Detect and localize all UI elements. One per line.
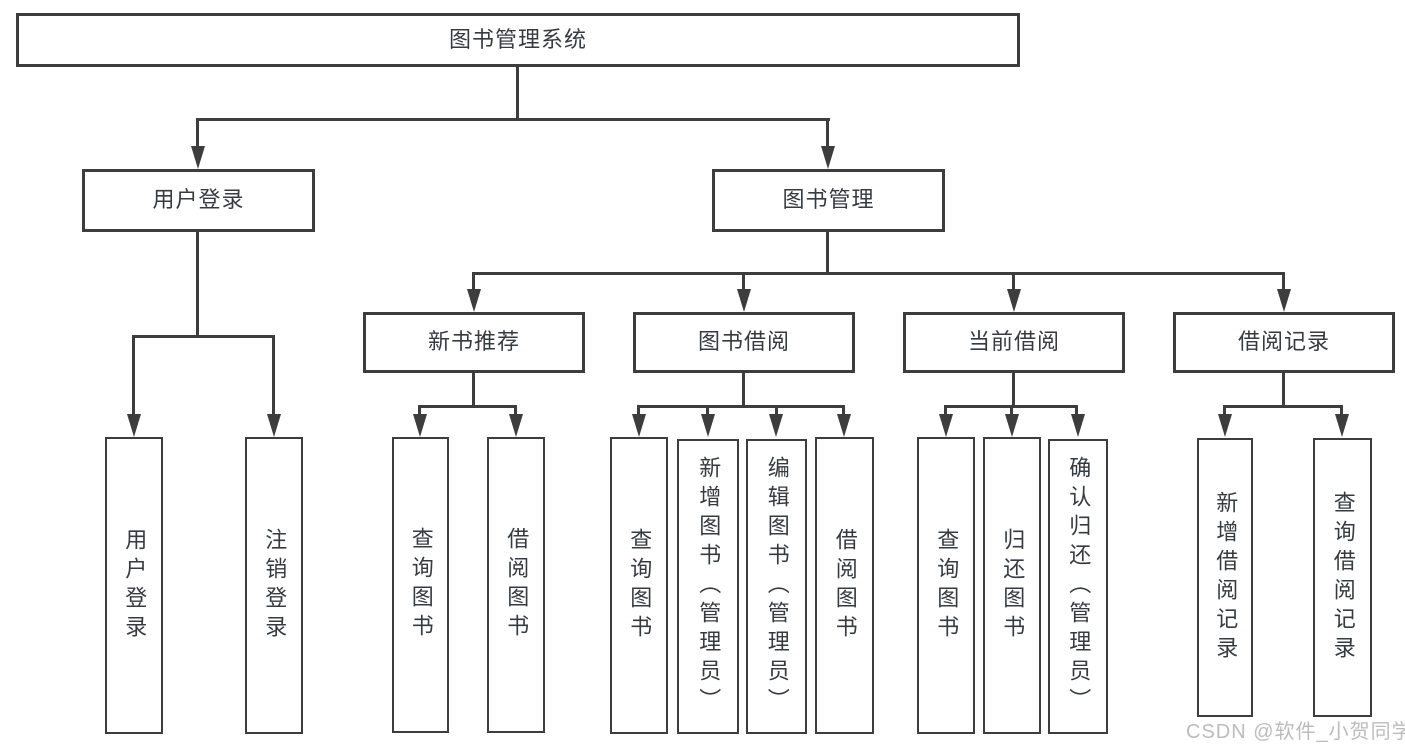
connector-stub-query-record — [1340, 405, 1343, 418]
arrowhead-query-books-1-icon — [413, 414, 427, 437]
csdn-watermark: CSDN @软件_小贺同学 — [1186, 721, 1405, 743]
arrowhead-query-books-2-icon — [632, 414, 646, 437]
node-current-borrowing-label: 当前借阅 — [967, 329, 1060, 355]
node-book-management-label: 图书管理 — [782, 187, 875, 213]
arrowhead-leaf-user-login-icon — [127, 414, 141, 437]
connector-level3-branch — [472, 272, 1284, 275]
connector-to-new-book-recommendation — [472, 272, 475, 290]
connector-to-user-login — [196, 118, 199, 148]
connector-book-management-stub — [826, 232, 829, 274]
connector-stub-confirm-return — [1075, 405, 1078, 418]
connector-stub-query-books-3 — [944, 405, 947, 418]
leaf-query-books-recommend-label: 查询图书 — [408, 527, 434, 643]
connector-stub-add-book — [706, 405, 709, 418]
leaf-query-books-borrowing-label: 查询图书 — [627, 527, 653, 644]
connector-recommendation-branch — [418, 405, 517, 408]
leaf-confirm-return-admin: 确认归还（管理员） — [1048, 439, 1108, 734]
node-new-book-recommendation-label: 新书推荐 — [427, 329, 520, 355]
connector-borrowing-branch — [637, 405, 845, 408]
leaf-query-books-current: 查询图书 — [917, 437, 975, 734]
node-user-login-label: 用户登录 — [152, 187, 245, 213]
connector-level2-branch — [196, 118, 830, 121]
connector-stub-edit-book — [775, 405, 778, 418]
connector-stub-add-record — [1223, 405, 1226, 418]
leaf-logout-label: 注销登录 — [262, 527, 288, 644]
leaf-confirm-return-admin-label: 确认归还（管理员） — [1066, 456, 1092, 717]
leaf-query-borrow-record-label: 查询借阅记录 — [1330, 490, 1356, 665]
leaf-add-borrow-record-label: 新增借阅记录 — [1213, 490, 1239, 665]
connector-borrowing-stub — [742, 373, 745, 407]
arrowhead-user-login-icon — [191, 146, 205, 169]
connector-stub-query-books-1 — [418, 405, 421, 418]
arrowhead-add-record-icon — [1218, 414, 1232, 437]
node-book-borrowing: 图书借阅 — [633, 312, 855, 373]
leaf-user-login: 用户登录 — [105, 437, 163, 734]
connector-user-login-stub — [196, 232, 199, 338]
arrowhead-new-book-recommendation-icon — [467, 289, 481, 312]
leaf-borrow-books-recommend-label: 借阅图书 — [504, 527, 530, 643]
leaf-query-books-current-label: 查询图书 — [934, 527, 960, 644]
connector-stub-borrow-books-1 — [514, 405, 517, 418]
leaf-borrow-books-recommend: 借阅图书 — [487, 437, 545, 733]
node-root: 图书管理系统 — [16, 13, 1020, 67]
arrowhead-borrow-books-2-icon — [837, 414, 851, 437]
leaf-borrow-books-borrowing: 借阅图书 — [815, 437, 874, 734]
arrowhead-query-books-3-icon — [939, 414, 953, 437]
node-book-borrowing-label: 图书借阅 — [697, 329, 790, 355]
connector-to-current-borrowing — [1012, 272, 1015, 290]
leaf-query-books-recommend: 查询图书 — [392, 437, 449, 733]
leaf-return-books: 归还图书 — [983, 437, 1041, 734]
connector-root-stub — [516, 67, 519, 119]
node-current-borrowing: 当前借阅 — [903, 312, 1125, 373]
arrowhead-confirm-return-icon — [1071, 414, 1085, 437]
connector-to-book-management — [826, 118, 829, 148]
connector-to-leaf-logout — [272, 335, 275, 417]
arrowhead-borrowing-records-icon — [1277, 289, 1291, 312]
leaf-user-login-label: 用户登录 — [122, 527, 148, 644]
leaf-edit-book-admin: 编辑图书（管理员） — [746, 439, 807, 734]
arrowhead-current-borrowing-icon — [1007, 289, 1021, 312]
arrowhead-add-book-icon — [701, 414, 715, 437]
connector-to-leaf-user-login — [132, 335, 135, 417]
node-root-label: 图书管理系统 — [448, 26, 587, 52]
connector-records-branch — [1223, 405, 1343, 408]
connector-stub-query-books-2 — [637, 405, 640, 418]
connector-records-stub — [1282, 373, 1285, 407]
leaf-edit-book-admin-label: 编辑图书（管理员） — [764, 456, 790, 717]
connector-recommendation-stub — [472, 373, 475, 407]
connector-user-login-branch — [132, 335, 275, 338]
arrowhead-edit-book-icon — [769, 414, 783, 437]
arrowhead-leaf-logout-icon — [267, 414, 281, 437]
arrowhead-book-management-icon — [821, 146, 835, 169]
arrowhead-book-borrowing-icon — [737, 289, 751, 312]
arrowhead-return-books-icon — [1005, 414, 1019, 437]
connector-stub-return-books — [1010, 405, 1013, 418]
connector-to-book-borrowing — [742, 272, 745, 290]
node-user-login: 用户登录 — [82, 169, 315, 232]
leaf-query-books-borrowing: 查询图书 — [610, 437, 668, 734]
leaf-borrow-books-borrowing-label: 借阅图书 — [832, 527, 858, 644]
leaf-logout: 注销登录 — [245, 437, 303, 734]
leaf-add-book-admin-label: 新增图书（管理员） — [696, 456, 722, 717]
node-borrowing-records: 借阅记录 — [1173, 312, 1395, 373]
leaf-query-borrow-record: 查询借阅记录 — [1313, 438, 1372, 717]
leaf-return-books-label: 归还图书 — [1000, 527, 1026, 644]
arrowhead-query-record-icon — [1335, 414, 1349, 437]
connector-current-stub — [1012, 373, 1015, 407]
connector-to-borrowing-records — [1282, 272, 1285, 290]
leaf-add-book-admin: 新增图书（管理员） — [677, 439, 739, 734]
node-new-book-recommendation: 新书推荐 — [363, 312, 585, 373]
arrowhead-borrow-books-1-icon — [509, 414, 523, 437]
connector-stub-borrow-books-2 — [842, 405, 845, 418]
node-borrowing-records-label: 借阅记录 — [1237, 329, 1330, 355]
node-book-management: 图书管理 — [712, 169, 945, 232]
leaf-add-borrow-record: 新增借阅记录 — [1197, 438, 1253, 717]
